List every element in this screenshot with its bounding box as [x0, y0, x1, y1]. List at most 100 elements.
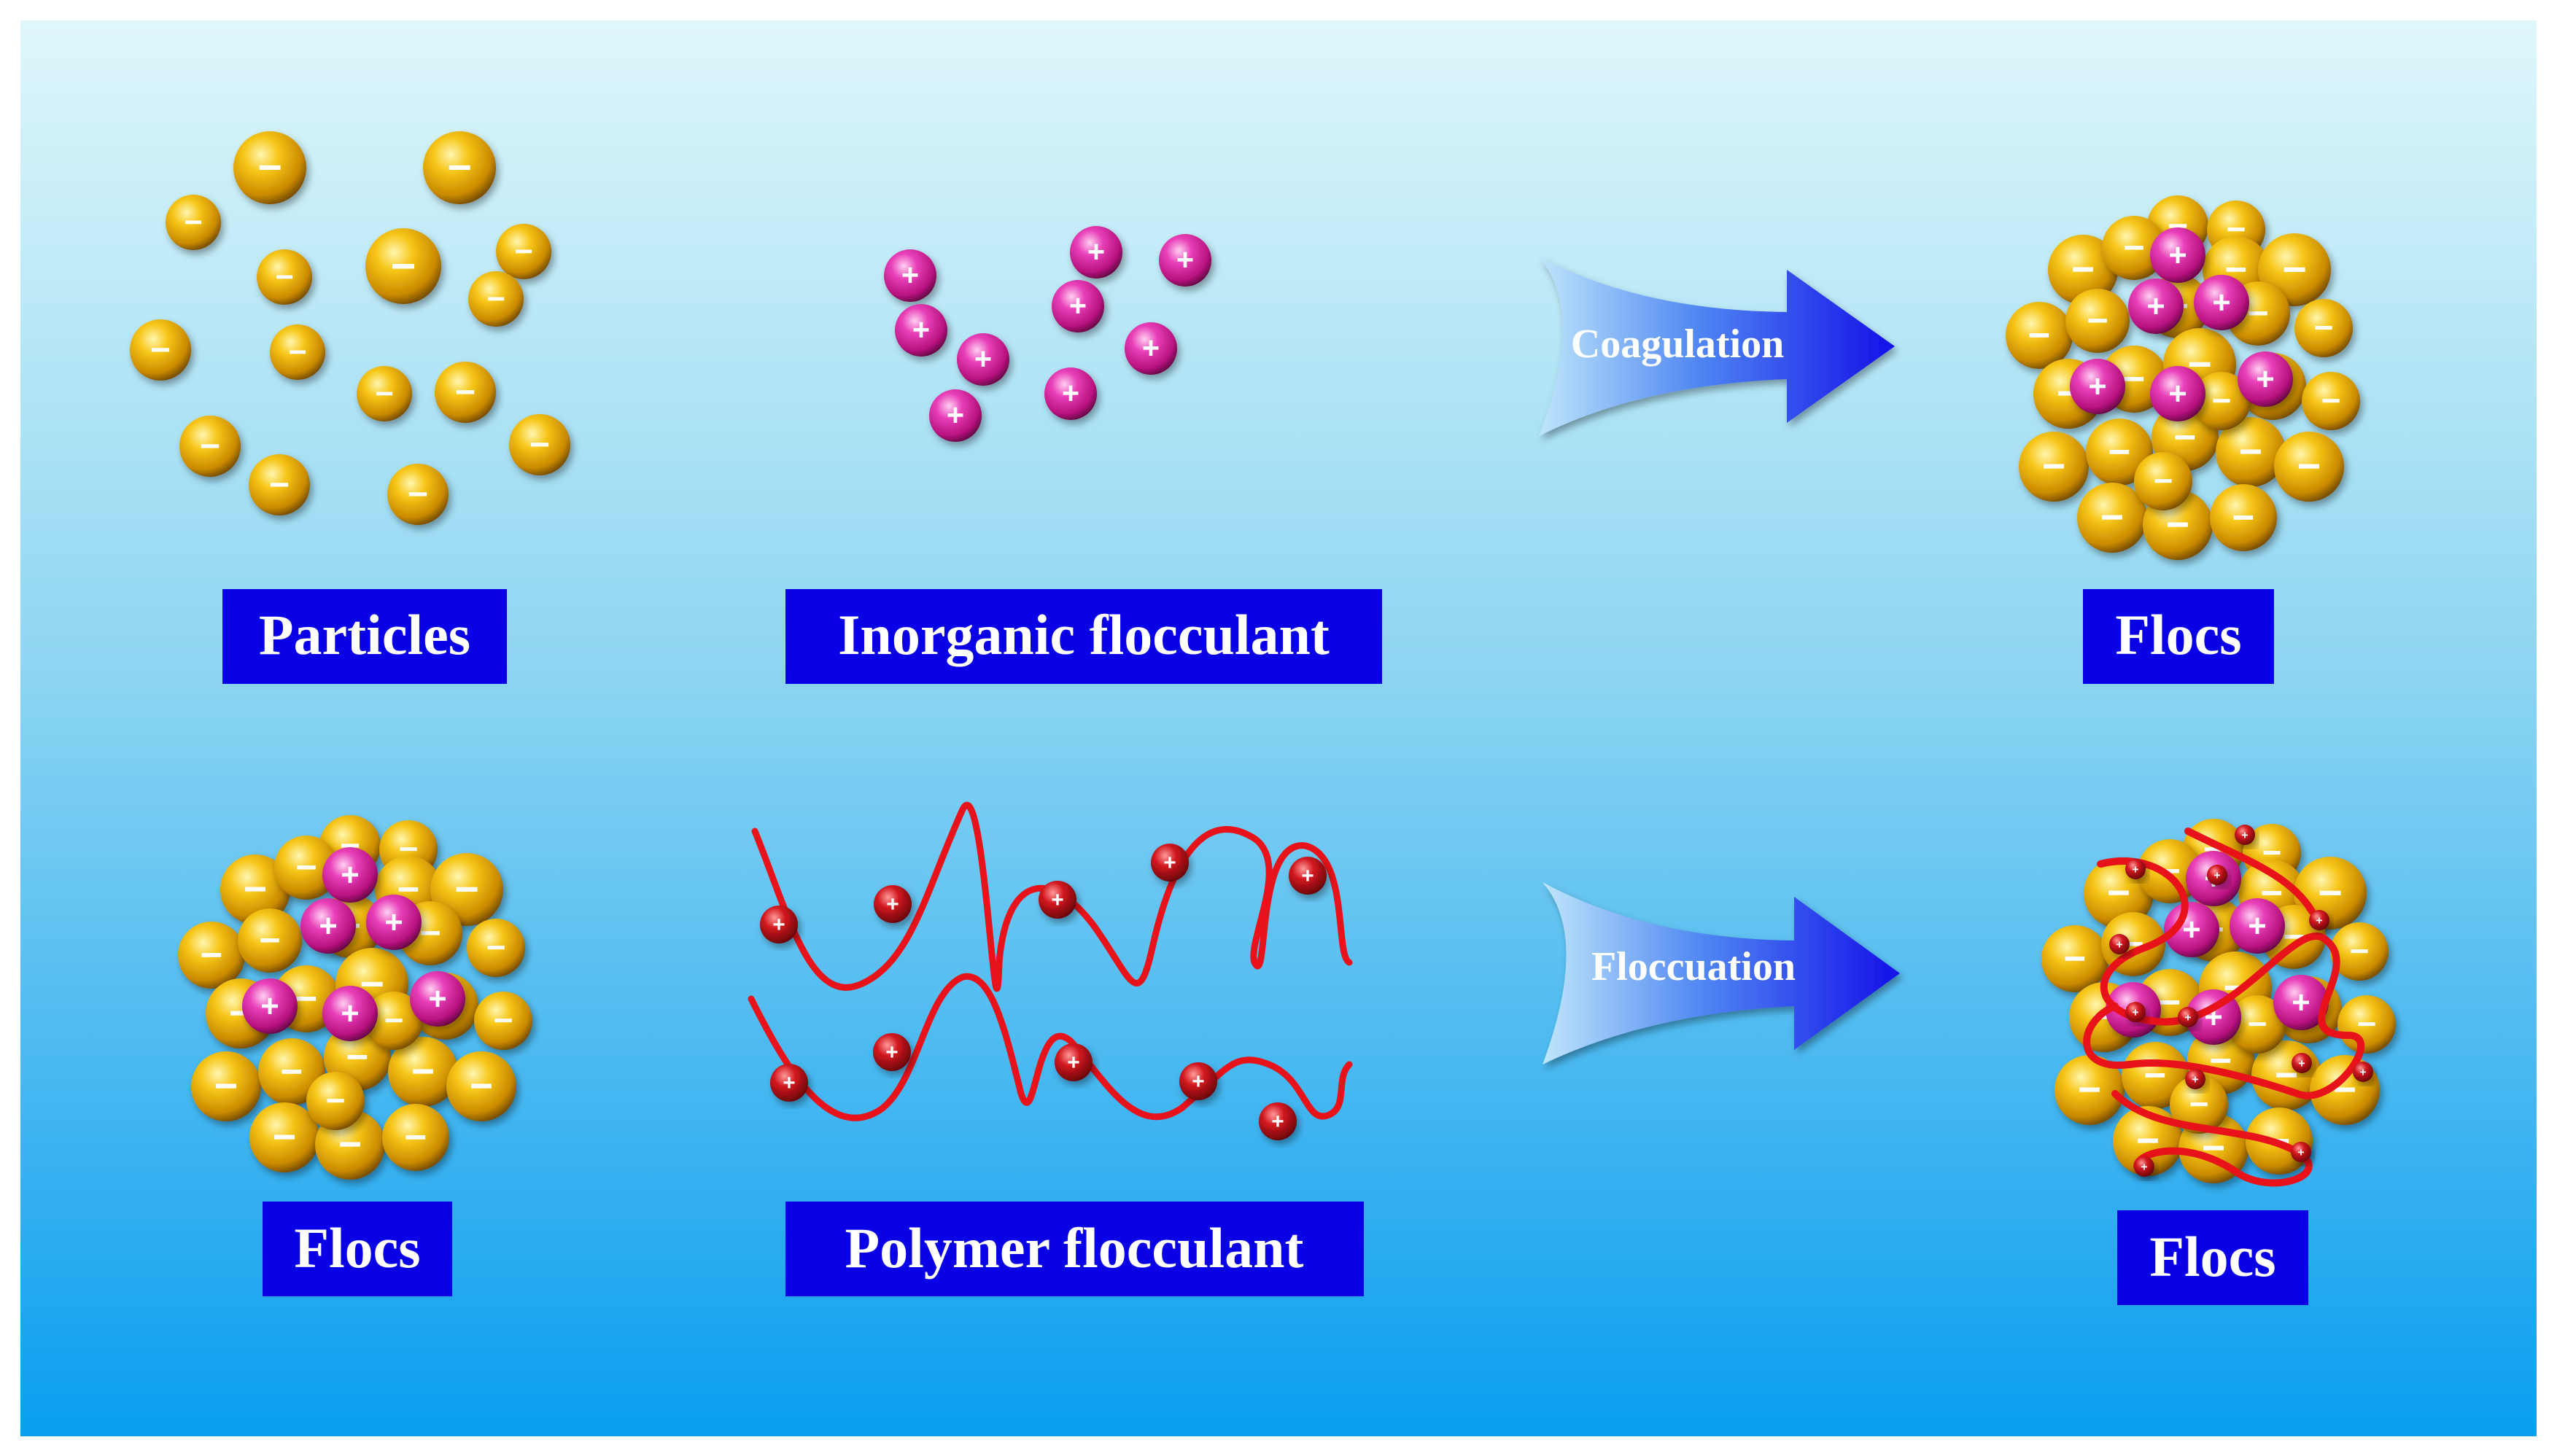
particle-sphere: − [2077, 483, 2147, 553]
particle-sphere: − [233, 131, 306, 204]
negative-charge-icon: − [494, 1001, 513, 1039]
particles-group: −−−−−−−−−−−−−−− [130, 131, 570, 525]
particle-sphere: − [2210, 484, 2277, 551]
positive-charge-icon: + [2192, 1072, 2198, 1086]
negative-charge-icon: − [514, 233, 533, 269]
polymer-charge-bead: + [2291, 1142, 2311, 1162]
inorganic-ion-sphere: + [2150, 366, 2205, 421]
negative-charge-icon: − [2282, 246, 2307, 293]
negative-charge-icon: − [529, 425, 550, 464]
positive-charge-icon: + [2088, 368, 2107, 404]
negative-charge-icon: − [269, 465, 290, 505]
polymer-charge-bead: + [1151, 844, 1189, 881]
particle-sphere: − [435, 362, 496, 423]
polymer-charge-bead: + [2178, 1007, 2198, 1027]
negative-charge-icon: − [2100, 494, 2124, 540]
particles-label-box: Particles [222, 589, 507, 684]
inorganic-ion-sphere: + [895, 304, 947, 357]
negative-charge-icon: − [454, 866, 479, 913]
inorganic-ion-sphere: + [2238, 351, 2293, 407]
positive-charge-icon: + [947, 399, 964, 432]
negative-charge-icon: − [2154, 462, 2173, 499]
particle-sphere: − [2330, 922, 2389, 981]
inorganic-ion-sphere: + [1159, 234, 1211, 287]
inorganic-ion-sphere: + [2150, 227, 2205, 283]
polymer-charge-bead: + [760, 906, 798, 943]
positive-charge-icon: + [2212, 284, 2231, 320]
particle-sphere: − [382, 1104, 449, 1171]
polymer-charge-bead: + [2207, 865, 2227, 885]
particle-sphere: − [468, 271, 524, 327]
particle-sphere: − [257, 249, 312, 305]
flocs-bottom-right-label-box: Flocs [2117, 1210, 2308, 1305]
negative-charge-icon: − [486, 281, 505, 316]
positive-charge-icon: + [886, 892, 899, 916]
positive-charge-icon: + [428, 981, 447, 1016]
positive-charge-icon: + [1067, 1051, 1079, 1075]
particle-sphere: − [2006, 302, 2073, 369]
particle-sphere: − [2294, 299, 2353, 357]
negative-charge-icon: − [244, 866, 267, 911]
negative-charge-icon: − [391, 241, 416, 290]
particle-sphere: − [2170, 1075, 2228, 1134]
polymer-charge-bead: + [2109, 934, 2130, 954]
particle-sphere: − [388, 1037, 458, 1107]
negative-charge-icon: − [326, 1081, 346, 1119]
negative-charge-icon: − [259, 919, 281, 961]
inorganic-flocculant-label-box: Inorganic flocculant [785, 589, 1382, 684]
particle-sphere: − [2274, 432, 2344, 502]
positive-charge-icon: + [1087, 235, 1105, 269]
positive-charge-icon: + [2132, 863, 2138, 876]
inorganic-ion-sphere: + [2273, 975, 2329, 1030]
positive-charge-icon: + [2241, 828, 2248, 841]
positive-charge-icon: + [2132, 1005, 2138, 1019]
positive-charge-icon: + [901, 259, 919, 292]
flocs-bottom-left-label-box: Flocs [263, 1202, 452, 1296]
positive-charge-icon: + [2168, 237, 2187, 273]
negative-charge-icon: − [2159, 981, 2181, 1024]
negative-charge-icon: − [2212, 381, 2232, 419]
particle-sphere: − [179, 416, 241, 477]
positive-charge-icon: + [341, 995, 360, 1031]
particle-sphere: − [270, 324, 325, 380]
positive-charge-icon: + [2168, 375, 2187, 411]
particle-sphere: − [306, 1072, 365, 1130]
negative-charge-icon: − [200, 427, 220, 466]
flocs-bottom-left-label: Flocs [294, 1216, 420, 1280]
negative-charge-icon: − [455, 373, 476, 412]
negative-charge-icon: − [2239, 429, 2262, 474]
particle-sphere: − [249, 454, 310, 515]
positive-charge-icon: + [1192, 1070, 1204, 1094]
negative-charge-icon: − [2247, 292, 2269, 334]
particle-sphere: − [2019, 432, 2089, 502]
negative-charge-icon: − [2232, 496, 2255, 539]
particle-sphere: − [474, 992, 532, 1050]
particle-sphere: − [423, 131, 496, 204]
flocs-bottom-right-group: −−−−−−−−−−−−−−−−−−−−−−−−−−++++++++++++++… [2041, 819, 2396, 1187]
negative-charge-icon: − [486, 928, 506, 966]
negative-charge-icon: − [346, 1035, 369, 1078]
inorganic-ion-sphere: + [2128, 279, 2184, 334]
inorganic-ion-sphere: + [2070, 359, 2125, 414]
negative-charge-icon: − [2321, 381, 2341, 419]
inorganic-ion-sphere: + [929, 389, 982, 442]
polymer-chain [748, 973, 1353, 1121]
polymer-charge-bead: + [1179, 1062, 1217, 1100]
polymer-charge-bead: + [770, 1064, 808, 1102]
particle-sphere: − [2041, 925, 2108, 992]
positive-charge-icon: + [2184, 1011, 2191, 1024]
negative-charge-icon: − [447, 144, 472, 191]
negative-charge-icon: − [2314, 308, 2334, 346]
inorganic-ion-sphere: + [884, 249, 936, 302]
particle-sphere: − [130, 319, 191, 381]
polymer-charge-bead: + [2185, 1069, 2205, 1089]
polymer-charge-bead: + [2235, 825, 2255, 845]
polymer-charge-bead: + [2353, 1062, 2373, 1082]
flocs-top-group: −−−−−−−−−−−−−−−−−−−−−−−−−−++++++ [2006, 195, 2360, 560]
particle-sphere: − [2054, 1055, 2125, 1125]
negative-charge-icon: − [2174, 416, 2197, 459]
positive-charge-icon: + [2248, 908, 2267, 943]
positive-charge-icon: + [2298, 1056, 2305, 1070]
particle-sphere: − [191, 1051, 261, 1121]
flocs-top-label: Flocs [2115, 603, 2241, 666]
